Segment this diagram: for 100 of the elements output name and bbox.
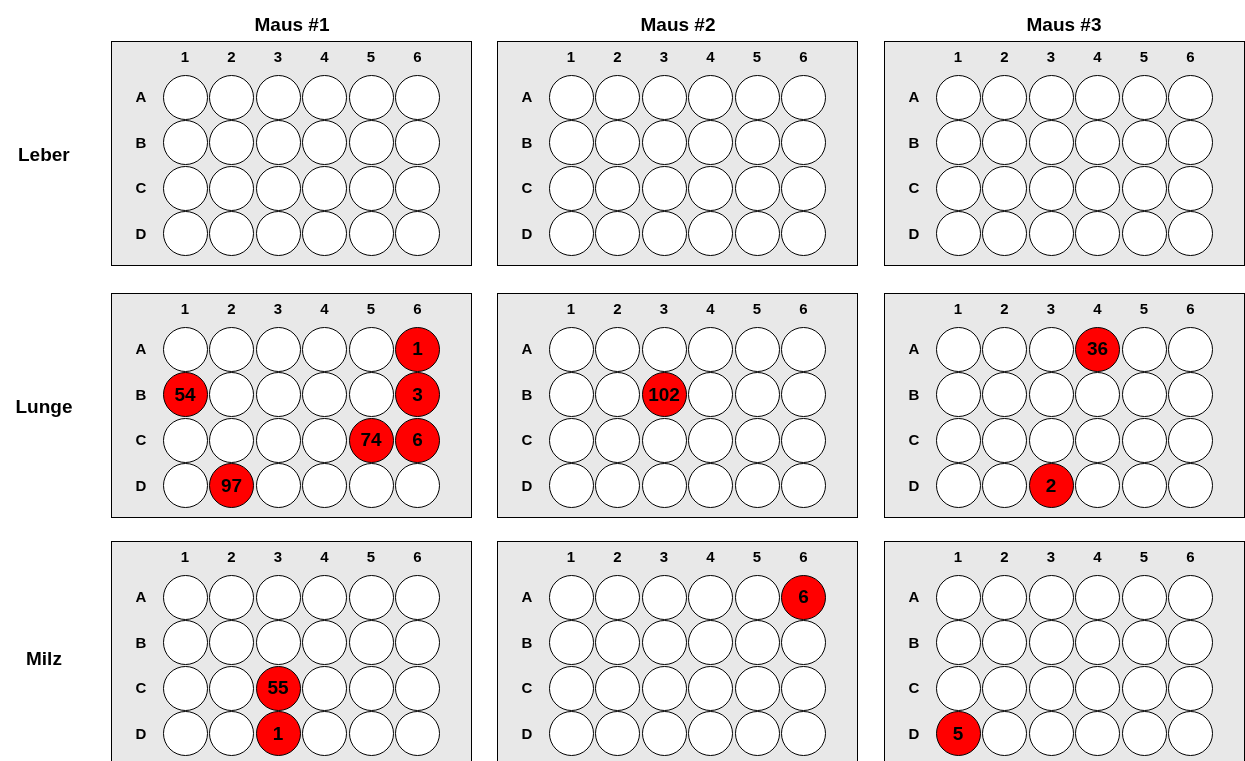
well [781,165,826,211]
row-letter: A [907,588,921,606]
column-number: 4 [319,548,330,566]
positive-well: 1 [395,326,440,372]
well [162,165,208,211]
well [548,417,594,463]
column-number: 6 [412,48,423,66]
well [209,120,254,165]
row-letter: D [134,724,148,743]
well [982,417,1027,463]
well [548,665,594,711]
row-letter: A [134,88,148,106]
well [781,211,826,256]
well [781,120,826,165]
positive-well: 54 [162,372,208,417]
positive-well: 5 [935,711,981,756]
well [1168,711,1213,756]
well [688,372,733,417]
well [395,711,440,756]
well [688,326,733,372]
well [162,120,208,165]
well [255,372,301,417]
well [302,620,347,665]
well [595,620,640,665]
row-letter: D [907,224,921,243]
row-letter: A [520,340,534,358]
row-letter: B [907,133,921,152]
well [982,665,1027,711]
column-number: 1 [179,48,191,66]
well [548,120,594,165]
column-number: 6 [1185,48,1196,66]
well [935,665,981,711]
row-letter: A [520,588,534,606]
column-number: 2 [999,300,1010,318]
well [781,620,826,665]
well [595,326,640,372]
column-number: 6 [1185,300,1196,318]
row-letter: A [134,340,148,358]
column-number: 6 [412,300,423,318]
well [781,463,826,508]
row-letter: C [520,431,534,449]
column-number: 1 [565,300,577,318]
well [1168,326,1213,372]
well [982,165,1027,211]
well [302,120,347,165]
well-plate [497,293,858,518]
well [1028,211,1074,256]
well [688,120,733,165]
well [734,620,780,665]
column-number: 3 [658,300,670,318]
well [1121,165,1167,211]
well [548,211,594,256]
well [982,211,1027,256]
column-number: 2 [226,548,237,566]
column-number: 3 [658,548,670,566]
column-number: 5 [1138,300,1150,318]
well [395,463,440,508]
column-number: 4 [705,548,716,566]
column-number: 6 [1185,548,1196,566]
well [781,417,826,463]
well [162,417,208,463]
row-letter: C [520,179,534,197]
well [348,665,394,711]
well [348,211,394,256]
row-letter: C [907,679,921,697]
column-number: 3 [272,548,284,566]
well [595,120,640,165]
row-letter: B [134,133,148,152]
column-number: 1 [565,48,577,66]
well [1168,372,1213,417]
well [395,574,440,620]
column-number: 2 [612,300,623,318]
column-heading: Maus #3 [1026,14,1102,36]
well [734,463,780,508]
well [935,372,981,417]
well [209,417,254,463]
column-number: 2 [999,548,1010,566]
well [209,665,254,711]
well [595,417,640,463]
column-number: 3 [272,48,284,66]
well [1028,620,1074,665]
column-number: 4 [319,48,330,66]
row-letter: B [520,385,534,404]
well [688,74,733,120]
well [1075,711,1120,756]
column-number: 5 [365,48,377,66]
well [1121,372,1167,417]
well [255,165,301,211]
column-number: 6 [798,48,809,66]
column-number: 1 [952,48,964,66]
well [302,74,347,120]
well [595,665,640,711]
well [641,665,687,711]
positive-well: 36 [1075,326,1120,372]
column-number: 5 [365,548,377,566]
well [734,711,780,756]
column-number: 1 [565,548,577,566]
row-letter: C [907,431,921,449]
column-number: 2 [999,48,1010,66]
well [982,372,1027,417]
